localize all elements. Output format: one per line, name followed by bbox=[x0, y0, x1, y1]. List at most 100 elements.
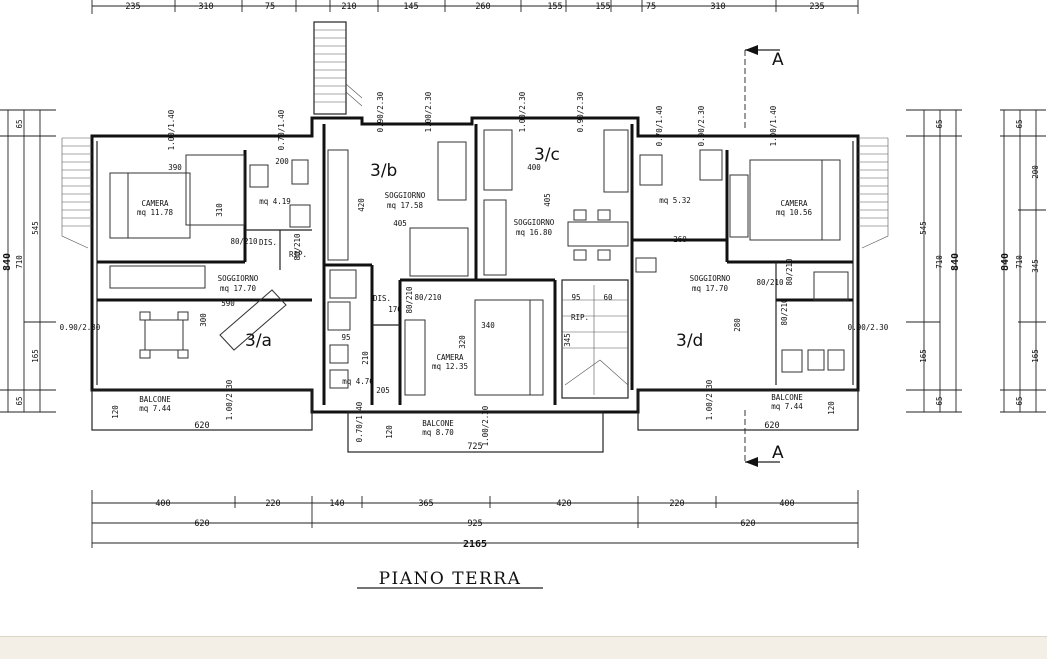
far-right-dimension-chain: 840 65 200 710 345 165 65 bbox=[1000, 109, 1046, 413]
section-label-top: A bbox=[772, 50, 784, 70]
dim-top-1: 310 bbox=[198, 2, 213, 12]
door-1: 80/210 bbox=[293, 233, 302, 261]
dim-top-8: 75 bbox=[646, 2, 656, 12]
dim-bottom1-3: 365 bbox=[418, 499, 433, 509]
dim-far-right-4: 165 bbox=[1031, 349, 1040, 363]
interior-dimensions: 390 200 310 405 420 400 405 590 260 300 … bbox=[111, 157, 836, 452]
dim-bottom2-1: 925 bbox=[467, 519, 482, 529]
chimney bbox=[313, 21, 363, 115]
room-3d-balcone-name: BALCONE bbox=[771, 393, 803, 402]
furniture bbox=[109, 129, 849, 396]
dim-top-2: 75 bbox=[265, 2, 275, 12]
window-9: 1.00/2.30 bbox=[225, 379, 234, 420]
unit-labels: 3/a 3/b 3/c 3/d bbox=[245, 145, 703, 351]
right-dimension-chain: 840 65 545 710 165 65 bbox=[906, 109, 962, 413]
label-dis-3a: DIS. bbox=[259, 238, 277, 247]
drawing-title: PIANO TERRA bbox=[357, 569, 543, 589]
door-5: 80/210 bbox=[756, 278, 784, 287]
dim-left-total: 840 bbox=[2, 253, 13, 271]
unit-label-3d: 3/d bbox=[676, 331, 703, 351]
room-3a-camera-area: mq 11.78 bbox=[137, 208, 174, 217]
dim-int-3: 405 bbox=[393, 219, 407, 228]
dim-right-2: 710 bbox=[935, 255, 944, 269]
dim-int-20: 725 bbox=[467, 442, 482, 452]
dim-int-6: 405 bbox=[543, 193, 552, 207]
room-3b-soggiorno-name: SOGGIORNO bbox=[385, 191, 426, 200]
room-3b-bagno-area: mq 4.76 bbox=[342, 377, 374, 386]
room-labels: CAMERA mq 11.78 SOGGIORNO mq 17.70 mq 4.… bbox=[137, 191, 813, 437]
window-1: 0.70/1.40 bbox=[277, 109, 286, 150]
door-2: 80/210 bbox=[405, 286, 414, 314]
dim-int-25: 120 bbox=[827, 401, 836, 415]
dim-far-right-0: 65 bbox=[1015, 119, 1024, 128]
dim-int-14: 210 bbox=[361, 351, 370, 365]
bottom-dimension-chains: 400 220 140 365 420 220 400 620 925 620 … bbox=[91, 490, 859, 550]
top-dimension-chain: 235 310 75 210 145 260 155 155 75 310 23… bbox=[91, 0, 859, 14]
room-3a-camera-name: CAMERA bbox=[141, 199, 169, 208]
dim-far-right-1: 200 bbox=[1031, 165, 1040, 179]
dim-int-12: 345 bbox=[563, 333, 572, 347]
dim-left-1: 710 bbox=[15, 255, 24, 269]
dim-bottom1-6: 400 bbox=[779, 499, 794, 509]
dim-top-10: 235 bbox=[809, 2, 824, 12]
window-7: 0.90/2.30 bbox=[697, 105, 706, 146]
dim-bottom1-0: 400 bbox=[155, 499, 170, 509]
unit-label-3c: 3/c bbox=[534, 145, 560, 165]
window-5: 0.90/2.30 bbox=[576, 91, 585, 132]
dim-top-4: 145 bbox=[403, 2, 418, 12]
dim-int-18: 95 bbox=[571, 293, 580, 302]
dim-left-4: 65 bbox=[15, 396, 24, 405]
window-3: 1.00/2.30 bbox=[424, 91, 433, 132]
window-8: 1.00/1.40 bbox=[769, 105, 778, 146]
window-6: 0.70/1.40 bbox=[655, 105, 664, 146]
room-3b-camera-name: CAMERA bbox=[436, 353, 464, 362]
room-3d-bagno-area: mq 5.32 bbox=[659, 196, 691, 205]
dim-bottom1-5: 220 bbox=[669, 499, 684, 509]
dim-bottom2-0: 620 bbox=[194, 519, 209, 529]
door-4: 80/210 bbox=[785, 258, 794, 286]
dim-far-right-3: 345 bbox=[1031, 259, 1040, 273]
dim-int-0: 390 bbox=[168, 163, 182, 172]
room-3d-soggiorno-area: mq 17.70 bbox=[692, 284, 729, 293]
dim-int-22: 620 bbox=[764, 421, 779, 431]
room-3a-soggiorno-area: mq 17.70 bbox=[220, 284, 257, 293]
window-11: 1.00/2.30 bbox=[481, 405, 490, 446]
dim-int-13: 280 bbox=[733, 318, 742, 332]
dim-far-right-5: 65 bbox=[1015, 396, 1024, 405]
page-title: PIANO TERRA bbox=[379, 569, 522, 589]
dim-int-1: 200 bbox=[275, 157, 289, 166]
dim-right-0: 65 bbox=[935, 119, 944, 128]
dim-right-3: 165 bbox=[919, 349, 928, 363]
dim-int-23: 120 bbox=[111, 405, 120, 419]
room-3a-balcone-name: BALCONE bbox=[139, 395, 171, 404]
room-3d-camera-area: mq 10.56 bbox=[776, 208, 813, 217]
dim-int-21: 620 bbox=[194, 421, 209, 431]
dim-top-9: 310 bbox=[710, 2, 725, 12]
dim-top-0: 235 bbox=[125, 2, 140, 12]
left-dimension-chain: 840 65 710 545 165 65 bbox=[0, 109, 56, 413]
dim-int-8: 260 bbox=[673, 235, 687, 244]
bottom-scroll-area bbox=[0, 636, 1047, 659]
dim-right-4: 65 bbox=[935, 396, 944, 405]
section-marker-top: A bbox=[744, 45, 784, 130]
dim-top-3: 210 bbox=[341, 2, 356, 12]
dim-top-6: 155 bbox=[547, 2, 562, 12]
door-6: 80/210 bbox=[780, 298, 789, 326]
label-rip-3a: RIP. bbox=[289, 250, 307, 259]
dim-top-5: 260 bbox=[475, 2, 490, 12]
dim-right-1: 545 bbox=[919, 221, 928, 235]
dim-left-2: 545 bbox=[31, 221, 40, 235]
unit-label-3a: 3/a bbox=[245, 331, 272, 351]
dim-left-3: 165 bbox=[31, 349, 40, 363]
window-10: 0.70/1.40 bbox=[355, 401, 364, 442]
label-dis-3b: DIS. bbox=[373, 294, 391, 303]
section-marker-bottom: A bbox=[744, 410, 784, 467]
dim-int-19: 60 bbox=[603, 293, 613, 302]
unit-label-3b: 3/b bbox=[370, 161, 397, 181]
room-3d-balcone-area: mq 7.44 bbox=[771, 402, 803, 411]
dim-int-15: 170 bbox=[388, 305, 402, 314]
dim-int-11: 320 bbox=[458, 335, 467, 349]
room-3d-soggiorno-name: SOGGIORNO bbox=[690, 274, 731, 283]
section-label-bottom: A bbox=[772, 443, 784, 463]
dim-bottom1-2: 140 bbox=[329, 499, 344, 509]
